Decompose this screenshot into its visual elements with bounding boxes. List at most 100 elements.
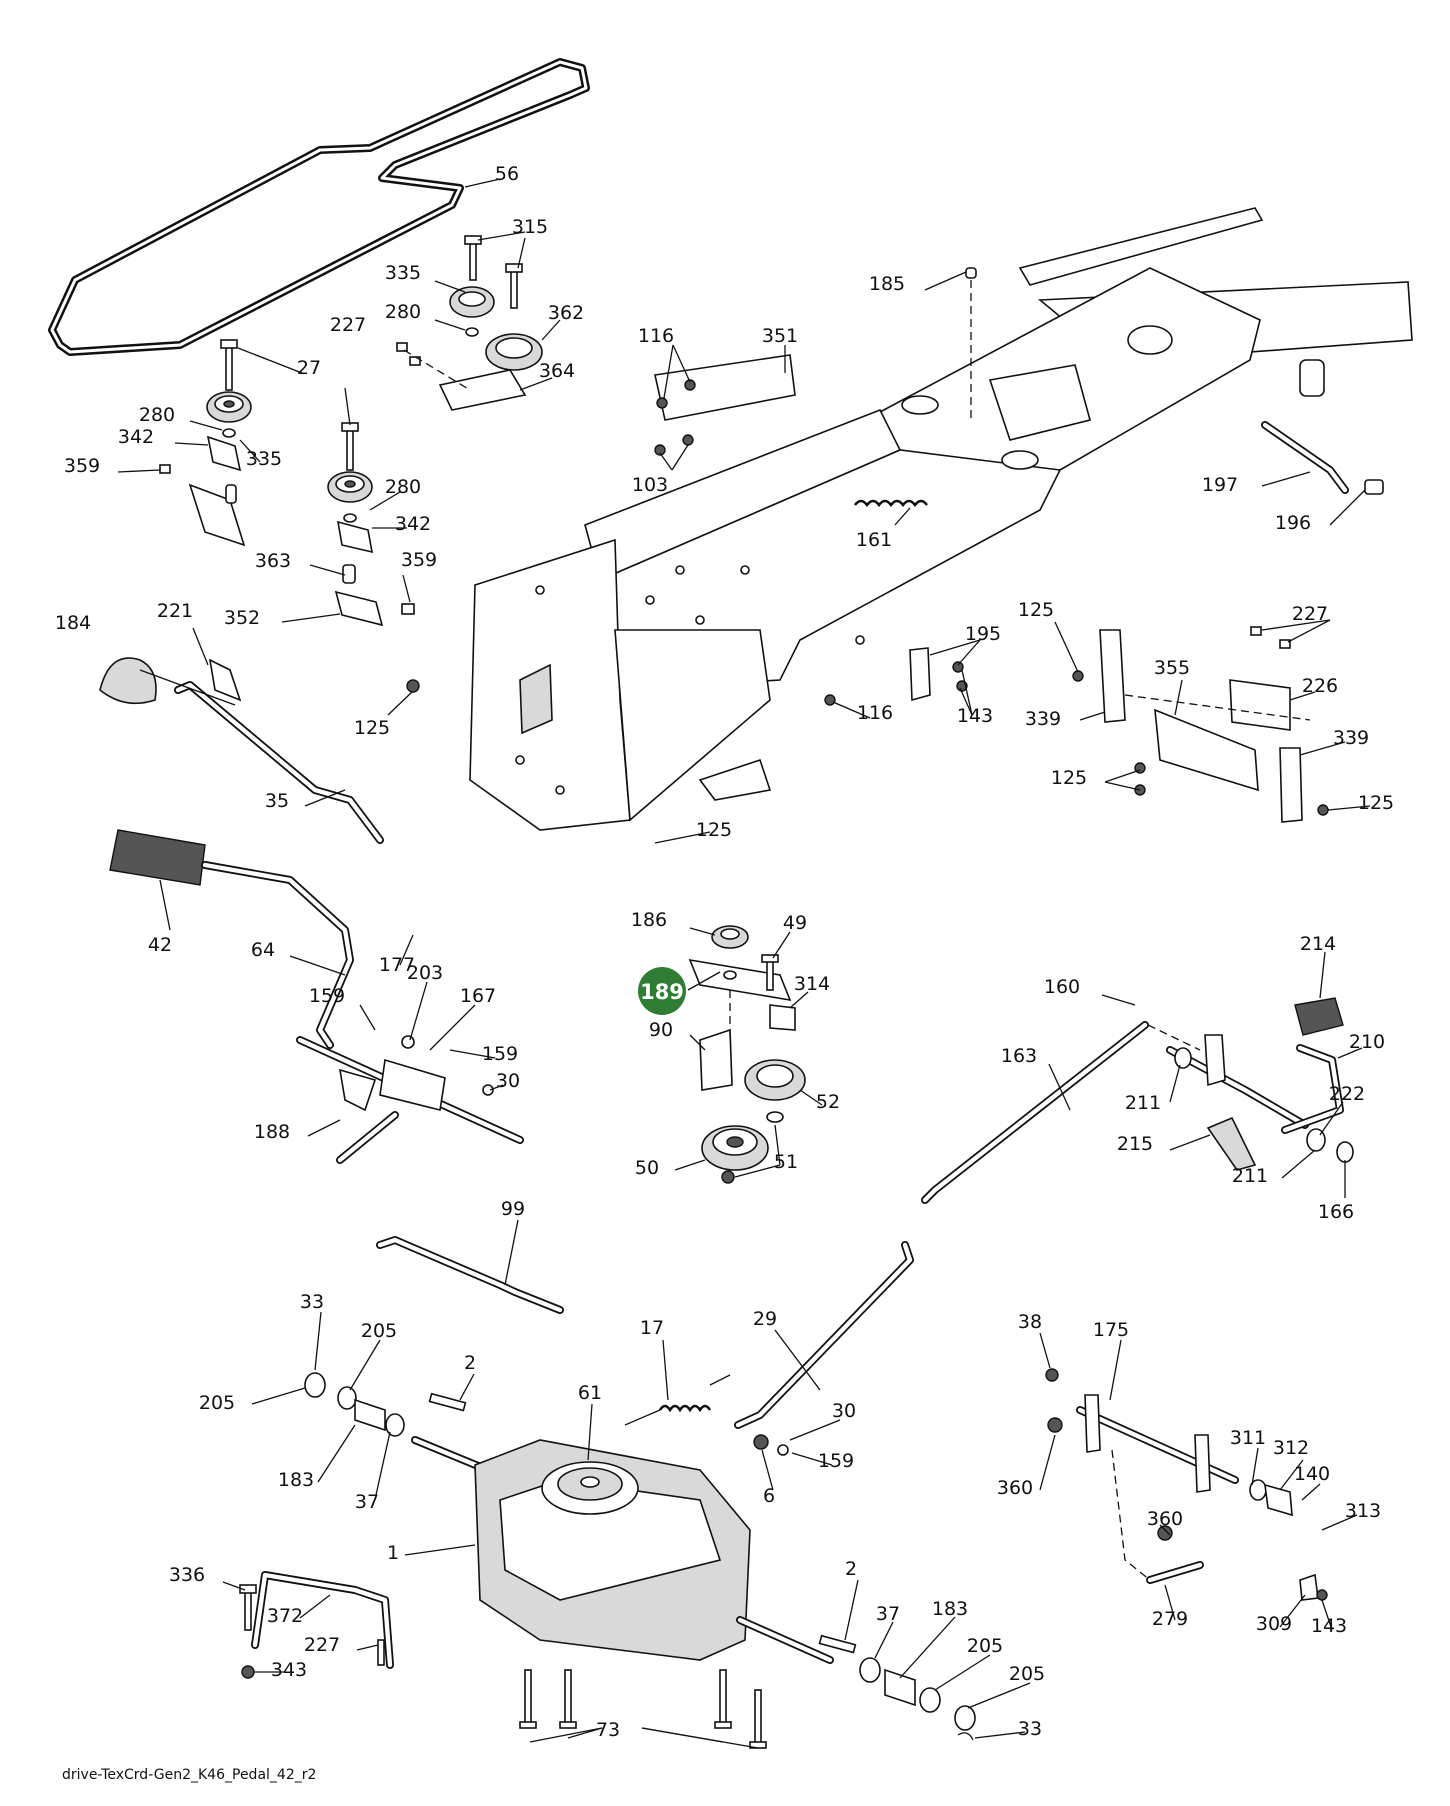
part-label-64[interactable]: 64	[251, 939, 275, 961]
part-label-56[interactable]: 56	[495, 163, 519, 185]
part-label-359[interactable]: 359	[401, 549, 437, 571]
part-label-335[interactable]: 335	[385, 262, 421, 284]
part-label-186[interactable]: 186	[631, 909, 667, 931]
part-label-38[interactable]: 38	[1018, 1311, 1042, 1333]
part-label-311[interactable]: 311	[1230, 1427, 1266, 1449]
part-label-313[interactable]: 313	[1345, 1500, 1381, 1522]
part-label-159[interactable]: 159	[482, 1043, 518, 1065]
part-label-49[interactable]: 49	[783, 912, 807, 934]
part-label-177[interactable]: 177	[379, 954, 415, 976]
part-label-197[interactable]: 197	[1202, 474, 1238, 496]
part-label-159[interactable]: 159	[309, 985, 345, 1007]
part-label-188[interactable]: 188	[254, 1121, 290, 1143]
part-label-222[interactable]: 222	[1329, 1083, 1365, 1105]
highlight-badge-189[interactable]: 189	[638, 967, 686, 1015]
part-label-52[interactable]: 52	[816, 1091, 840, 1113]
part-label-336[interactable]: 336	[169, 1564, 205, 1586]
part-label-99[interactable]: 99	[501, 1198, 525, 1220]
part-label-196[interactable]: 196	[1275, 512, 1311, 534]
part-label-2[interactable]: 2	[845, 1558, 857, 1580]
part-label-214[interactable]: 214	[1300, 933, 1336, 955]
part-label-342[interactable]: 342	[395, 513, 431, 535]
part-label-309[interactable]: 309	[1256, 1613, 1292, 1635]
part-label-161[interactable]: 161	[856, 529, 892, 551]
part-label-167[interactable]: 167	[460, 985, 496, 1007]
part-label-140[interactable]: 140	[1294, 1463, 1330, 1485]
part-label-211[interactable]: 211	[1232, 1165, 1268, 1187]
part-label-6[interactable]: 6	[763, 1485, 775, 1507]
part-label-226[interactable]: 226	[1302, 675, 1338, 697]
part-label-90[interactable]: 90	[649, 1019, 673, 1041]
part-label-17[interactable]: 17	[640, 1317, 664, 1339]
part-label-2[interactable]: 2	[464, 1352, 476, 1374]
part-label-280[interactable]: 280	[385, 476, 421, 498]
part-label-30[interactable]: 30	[496, 1070, 520, 1092]
part-label-30[interactable]: 30	[832, 1400, 856, 1422]
part-label-125[interactable]: 125	[1018, 599, 1054, 621]
part-label-360[interactable]: 360	[1147, 1508, 1183, 1530]
part-label-227[interactable]: 227	[304, 1634, 340, 1656]
part-label-116[interactable]: 116	[857, 702, 893, 724]
part-label-50[interactable]: 50	[635, 1157, 659, 1179]
part-label-339[interactable]: 339	[1333, 727, 1369, 749]
part-label-342[interactable]: 342	[118, 426, 154, 448]
part-label-352[interactable]: 352	[224, 607, 260, 629]
part-label-343[interactable]: 343	[271, 1659, 307, 1681]
part-label-1[interactable]: 1	[387, 1542, 399, 1564]
part-label-166[interactable]: 166	[1318, 1201, 1354, 1223]
part-label-29[interactable]: 29	[753, 1308, 777, 1330]
part-label-33[interactable]: 33	[1018, 1718, 1042, 1740]
part-label-210[interactable]: 210	[1349, 1031, 1385, 1053]
part-label-205[interactable]: 205	[199, 1392, 235, 1414]
part-label-184[interactable]: 184	[55, 612, 91, 634]
part-label-335[interactable]: 335	[246, 448, 282, 470]
part-label-125[interactable]: 125	[696, 819, 732, 841]
part-label-163[interactable]: 163	[1001, 1045, 1037, 1067]
part-label-355[interactable]: 355	[1154, 657, 1190, 679]
part-label-363[interactable]: 363	[255, 550, 291, 572]
part-label-175[interactable]: 175	[1093, 1319, 1129, 1341]
part-label-351[interactable]: 351	[762, 325, 798, 347]
part-label-73[interactable]: 73	[596, 1719, 620, 1741]
part-label-203[interactable]: 203	[407, 962, 443, 984]
part-label-364[interactable]: 364	[539, 360, 575, 382]
part-label-185[interactable]: 185	[869, 273, 905, 295]
part-label-183[interactable]: 183	[932, 1598, 968, 1620]
part-label-205[interactable]: 205	[1009, 1663, 1045, 1685]
part-label-362[interactable]: 362	[548, 302, 584, 324]
part-label-33[interactable]: 33	[300, 1291, 324, 1313]
part-label-143[interactable]: 143	[957, 705, 993, 727]
part-label-221[interactable]: 221	[157, 600, 193, 622]
part-label-205[interactable]: 205	[967, 1635, 1003, 1657]
part-label-116[interactable]: 116	[638, 325, 674, 347]
part-label-37[interactable]: 37	[355, 1491, 379, 1513]
part-label-103[interactable]: 103	[632, 474, 668, 496]
part-label-35[interactable]: 35	[265, 790, 289, 812]
part-label-215[interactable]: 215	[1117, 1133, 1153, 1155]
part-label-339[interactable]: 339	[1025, 708, 1061, 730]
part-label-195[interactable]: 195	[965, 623, 1001, 645]
part-label-143[interactable]: 143	[1311, 1615, 1347, 1637]
part-label-27[interactable]: 27	[297, 357, 321, 379]
part-label-314[interactable]: 314	[794, 973, 830, 995]
part-label-315[interactable]: 315	[512, 216, 548, 238]
part-label-125[interactable]: 125	[354, 717, 390, 739]
part-label-211[interactable]: 211	[1125, 1092, 1161, 1114]
part-label-227[interactable]: 227	[330, 314, 366, 336]
part-label-227[interactable]: 227	[1292, 603, 1328, 625]
part-label-359[interactable]: 359	[64, 455, 100, 477]
part-label-280[interactable]: 280	[385, 301, 421, 323]
part-label-280[interactable]: 280	[139, 404, 175, 426]
part-label-61[interactable]: 61	[578, 1382, 602, 1404]
part-label-312[interactable]: 312	[1273, 1437, 1309, 1459]
part-label-205[interactable]: 205	[361, 1320, 397, 1342]
part-label-279[interactable]: 279	[1152, 1608, 1188, 1630]
part-label-159[interactable]: 159	[818, 1450, 854, 1472]
part-label-42[interactable]: 42	[148, 934, 172, 956]
part-label-360[interactable]: 360	[997, 1477, 1033, 1499]
part-label-372[interactable]: 372	[267, 1605, 303, 1627]
part-label-125[interactable]: 125	[1051, 767, 1087, 789]
part-label-51[interactable]: 51	[774, 1151, 798, 1173]
part-label-37[interactable]: 37	[876, 1603, 900, 1625]
part-label-183[interactable]: 183	[278, 1469, 314, 1491]
